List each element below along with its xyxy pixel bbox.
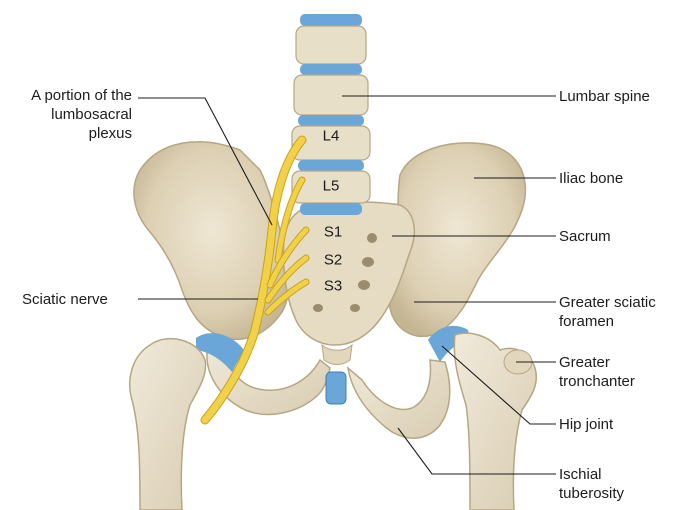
- vertebra-label-l4: L4: [322, 127, 340, 145]
- right-femur: [453, 332, 537, 510]
- label-lumbar-spine: Lumbar spine: [559, 88, 650, 105]
- leader-lines: [138, 95, 556, 475]
- label-ischial-tuberosity-line2: tuberosity: [559, 485, 625, 502]
- lumbar-vertebrae: [291, 14, 371, 215]
- label-greater-trochanter: Greater tronchanter: [559, 353, 635, 391]
- sciatic-nerve-bundle: [200, 135, 310, 425]
- label-ischial-tuberosity-line1: Ischial: [559, 466, 602, 483]
- label-sciatic-nerve: Sciatic nerve: [22, 291, 108, 308]
- label-lumbosacral-plexus: A portion of the lumbosacral plexus: [31, 86, 132, 143]
- vertebra-label-s3: S3: [323, 277, 343, 295]
- label-lumbosacral-plexus-line1: A portion of the: [31, 87, 132, 104]
- vertebra-label-s1: S1: [323, 223, 343, 241]
- label-greater-trochanter-line1: Greater: [559, 354, 610, 371]
- sacrum-bone: [282, 201, 416, 346]
- label-lumbosacral-plexus-line2: lumbosacral: [51, 106, 132, 123]
- vertebra-label-l5: L5: [322, 177, 340, 195]
- coccyx: [321, 343, 353, 365]
- vertebra-label-s2: S2: [323, 251, 343, 269]
- label-sacrum: Sacrum: [559, 228, 611, 245]
- label-iliac-bone: Iliac bone: [559, 170, 624, 187]
- pubic-symphysis: [325, 371, 347, 405]
- label-greater-sciatic-foramen-line1: Greater sciatic: [559, 294, 656, 311]
- leader-line-plexus: [138, 97, 273, 226]
- label-ischial-tuberosity: Ischial tuberosity: [559, 465, 624, 503]
- label-lumbosacral-plexus-line3: plexus: [88, 125, 132, 142]
- leader-line-hip-joint: [441, 345, 556, 425]
- left-hip-cartilage: [196, 333, 244, 372]
- label-greater-trochanter-line2: tronchanter: [559, 373, 635, 390]
- left-femur: [129, 337, 207, 510]
- label-greater-sciatic-foramen: Greater sciatic foramen: [559, 293, 656, 331]
- leader-line-ischial: [397, 427, 556, 475]
- label-greater-sciatic-foramen-line2: foramen: [559, 313, 615, 330]
- right-pelvic-ring: [346, 359, 451, 439]
- label-hip-joint: Hip joint: [559, 416, 614, 433]
